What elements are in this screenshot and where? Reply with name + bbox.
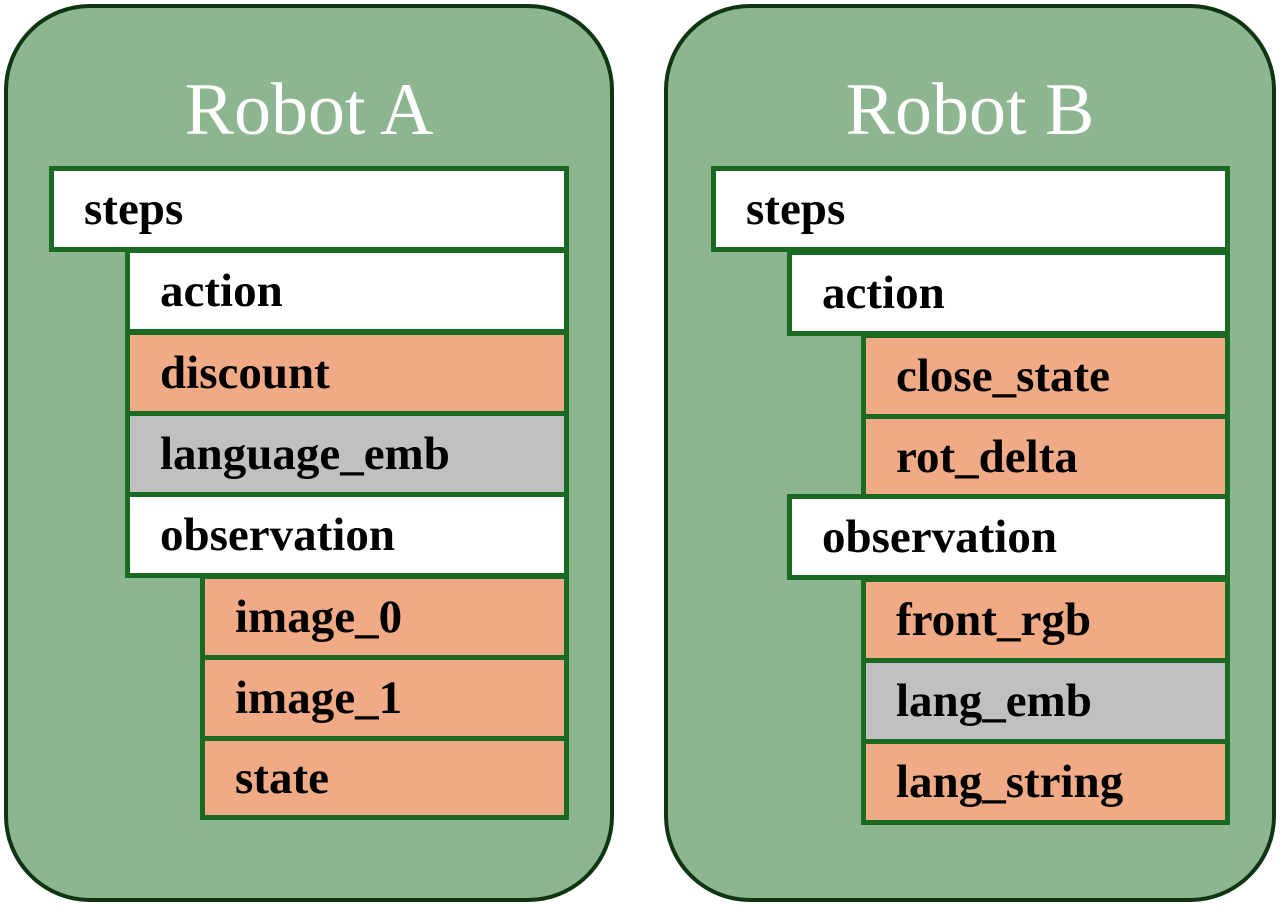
robot-b-lang-emb-field: lang_emb — [861, 658, 1230, 744]
robot-a-observation-field: observation — [125, 492, 569, 578]
robot-a-image-0-field: image_0 — [200, 574, 569, 660]
robot-a-discount-field: discount — [125, 330, 569, 416]
robot-b-rot-delta-field: rot_delta — [861, 414, 1230, 500]
robot-a-steps-field: steps — [49, 166, 569, 252]
robot-a-image-1-field: image_1 — [200, 655, 569, 741]
robot-b-close-state-field: close_state — [861, 333, 1230, 419]
robot-a-state-field: state — [200, 736, 569, 820]
robot-a-action-field: action — [125, 248, 569, 334]
robot-b-observation-field: observation — [787, 494, 1230, 580]
robot-a-language-emb-field: language_emb — [125, 411, 569, 497]
robot-b-action-field: action — [787, 250, 1230, 336]
robot-b-front-rgb-field: front_rgb — [861, 577, 1230, 663]
robot-b-title: Robot B — [845, 69, 1095, 151]
robot-b-steps-field: steps — [711, 166, 1230, 252]
robot-a-title: Robot A — [184, 69, 434, 151]
robot-b-lang-string-field: lang_string — [861, 739, 1230, 825]
